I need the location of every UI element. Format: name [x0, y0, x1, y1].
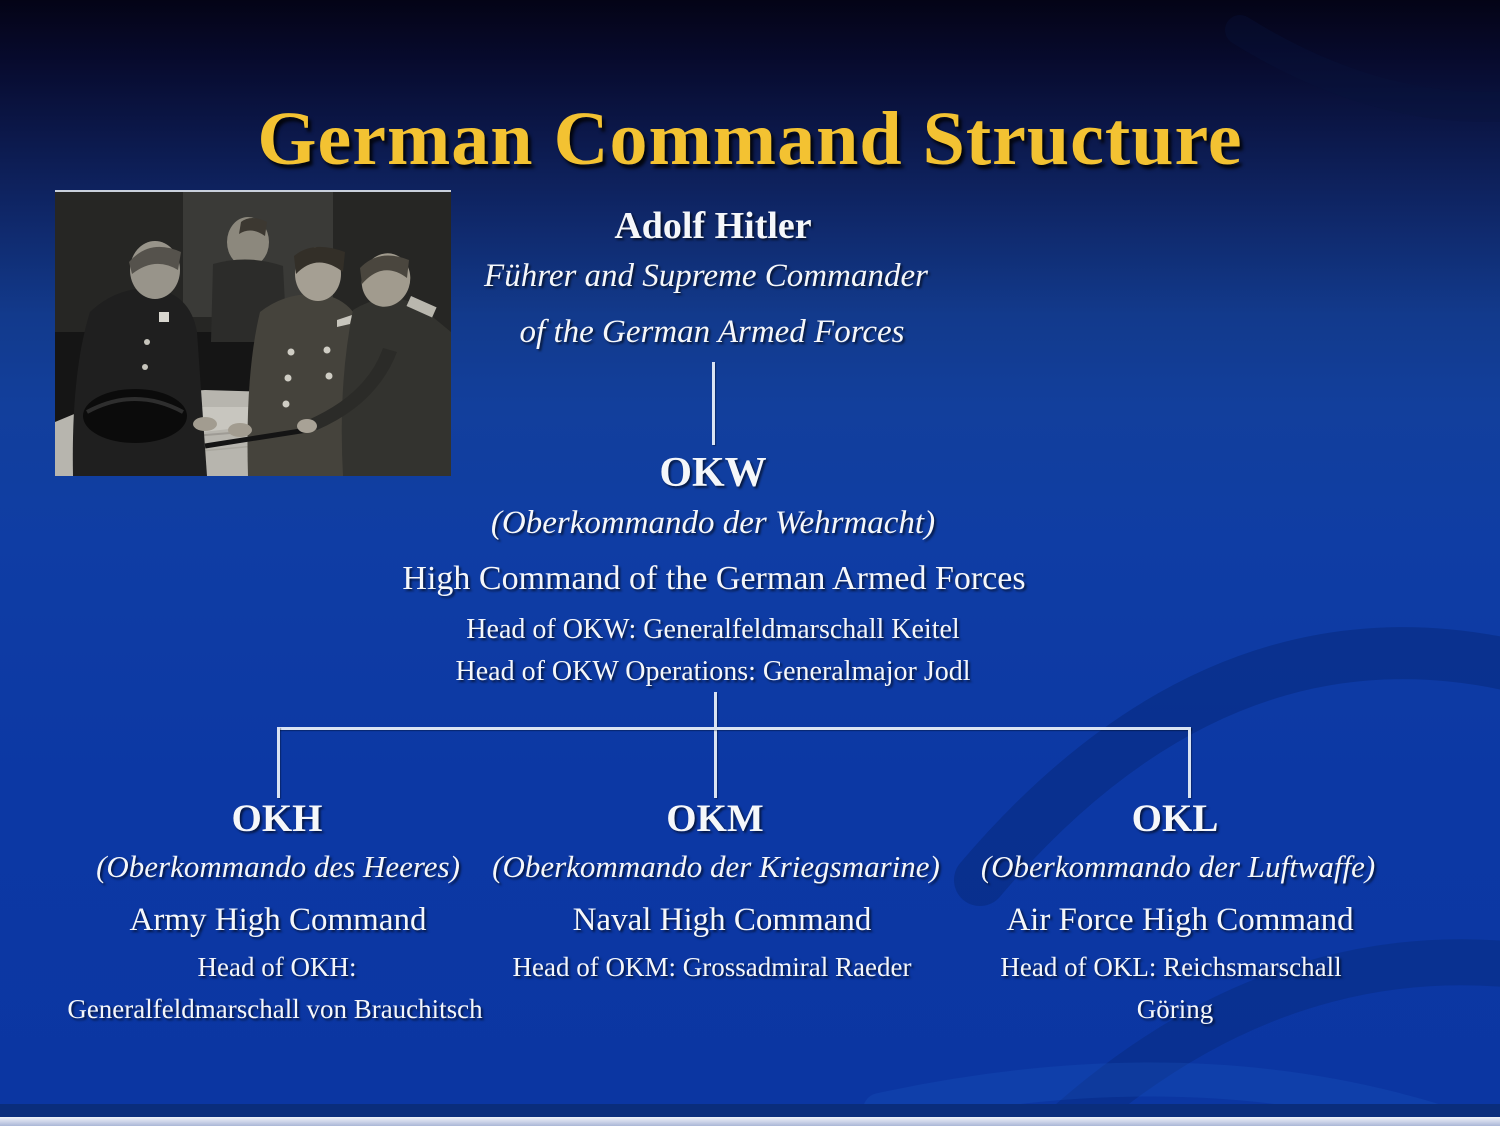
page-title: German Command Structure: [257, 97, 1243, 181]
leader-role-line-2: of the German Armed Forces: [519, 314, 905, 350]
okm-abbr: OKM: [666, 797, 764, 840]
okl-abbr: OKL: [1131, 797, 1219, 840]
okm-english-name: Naval High Command: [572, 902, 872, 938]
connector-okl-drop: [1188, 727, 1191, 798]
connector-horizontal: [277, 727, 1191, 730]
okw-head-line-1: Head of OKW: Generalfeldmarschall Keitel: [466, 614, 960, 645]
okm-head-line-1: Head of OKM: Grossadmiral Raeder: [512, 952, 912, 982]
leader-role-line-1: Führer and Supreme Commander: [484, 258, 928, 294]
hitler-map-photo: [55, 192, 451, 476]
okw-german-name: (Oberkommando der Wehrmacht): [490, 505, 936, 541]
leader-name: Adolf Hitler: [614, 205, 812, 247]
okh-english-name: Army High Command: [129, 902, 427, 938]
connector-leader-okw: [712, 362, 715, 445]
okw-abbr: OKW: [659, 450, 767, 496]
okl-head-line-1: Head of OKL: Reichsmarschall: [1000, 952, 1342, 982]
okh-head-line-1: Head of OKH:: [197, 952, 357, 982]
okh-abbr: OKH: [231, 797, 323, 840]
okl-english-name: Air Force High Command: [1006, 902, 1354, 938]
okl-german-name: (Oberkommando der Luftwaffe): [980, 849, 1376, 884]
connector-okw-stem: [714, 692, 717, 798]
okh-german-name: (Oberkommando des Heeres): [96, 849, 460, 884]
okl-head-line-2: Göring: [1136, 994, 1214, 1024]
okw-head-line-2: Head of OKW Operations: Generalmajor Jod…: [455, 656, 971, 687]
bottom-dark-strip: [0, 1104, 1500, 1117]
bottom-light-strip: [0, 1117, 1500, 1126]
historical-photo: [55, 190, 451, 476]
okw-english-name: High Command of the German Armed Forces: [402, 560, 1026, 597]
okh-head-line-2: Generalfeldmarschall von Brauchitsch: [67, 994, 483, 1024]
connector-okh-drop: [277, 727, 280, 798]
okm-german-name: (Oberkommando der Kriegsmarine): [492, 849, 940, 884]
